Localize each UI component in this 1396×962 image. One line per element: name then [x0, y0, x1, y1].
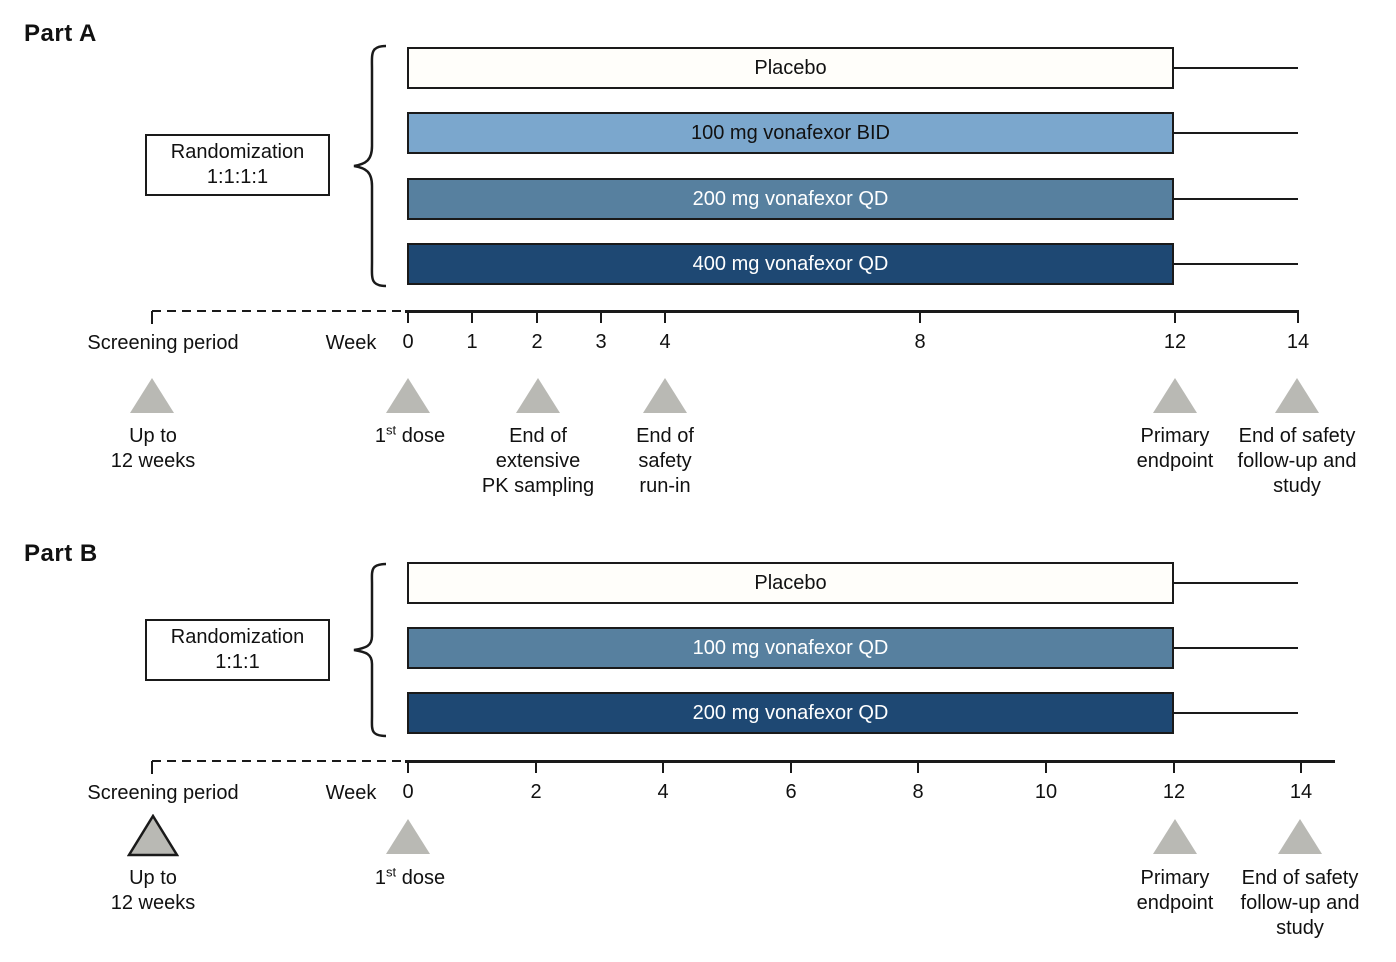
tick-a-w1: [471, 310, 473, 323]
arm-extension-line: [1174, 67, 1298, 69]
milestone-label-first-dose-b: 1st dose: [374, 864, 446, 889]
timeline-axis-a: [405, 310, 1298, 313]
week-label-b: Week: [325, 782, 377, 804]
arm-bar-100bid-a: 100 mg vonafexor BID: [407, 112, 1174, 154]
arm-label: 100 mg vonafexor QD: [692, 636, 889, 659]
tick-label-a-0: 0: [402, 331, 414, 353]
tick-b-w0: [407, 760, 409, 773]
arm-label: 200 mg vonafexor QD: [692, 701, 889, 724]
part-a-title: Part A: [24, 20, 97, 47]
tick-label-b-10: 10: [1034, 781, 1058, 803]
tick-label-b-2: 2: [530, 781, 542, 803]
arm-label: Placebo: [754, 571, 827, 594]
tick-label-a-12: 12: [1163, 331, 1187, 353]
tick-b-w10: [1045, 760, 1047, 773]
arm-extension-line: [1174, 263, 1298, 265]
milestone-label-screening-a: Up to 12 weeks: [110, 425, 196, 472]
milestone-label-first-dose-a: 1st dose: [374, 422, 446, 447]
arm-extension-line: [1174, 647, 1298, 649]
tick-a-w4: [664, 310, 666, 323]
screening-start-tick-a: [151, 311, 153, 324]
screening-start-tick-b: [151, 761, 153, 774]
milestone-triangle-screening-a: [130, 378, 174, 413]
tick-b-w8: [917, 760, 919, 773]
tick-b-w14: [1300, 760, 1302, 773]
arm-bar-200qd-a: 200 mg vonafexor QD: [407, 178, 1174, 220]
tick-label-a-4: 4: [659, 331, 671, 353]
milestone-triangle-first-dose-b: [386, 819, 430, 854]
screening-period-label-a: Screening period: [87, 332, 239, 354]
milestone-label-end-safety-b: End of safety follow-up and study: [1240, 867, 1360, 939]
randomization-ratio-b: 1:1:1: [215, 651, 260, 673]
tick-label-b-0: 0: [402, 781, 414, 803]
arm-bar-400qd-a: 400 mg vonafexor QD: [407, 243, 1174, 285]
arm-bar-placebo-a: Placebo: [407, 47, 1174, 89]
tick-a-w0: [407, 310, 409, 323]
tick-label-b-8: 8: [912, 781, 924, 803]
randomization-box-b: Randomization 1:1:1: [145, 619, 330, 681]
brace-a: [353, 44, 387, 288]
milestone-label-primary-b: Primary endpoint: [1136, 867, 1214, 914]
tick-label-b-12: 12: [1162, 781, 1186, 803]
tick-label-a-1: 1: [466, 331, 478, 353]
tick-a-w14: [1297, 310, 1299, 323]
milestone-label-runin-a: End of safety run-in: [636, 425, 694, 497]
milestone-triangle-pk-a: [516, 378, 560, 413]
tick-a-w3: [600, 310, 602, 323]
randomization-label-a: Randomization: [170, 141, 305, 163]
timeline-axis-b: [405, 760, 1335, 763]
tick-label-b-14: 14: [1289, 781, 1313, 803]
tick-label-a-3: 3: [595, 331, 607, 353]
arm-extension-line: [1174, 582, 1298, 584]
tick-label-a-2: 2: [531, 331, 543, 353]
milestone-triangle-first-dose-a: [386, 378, 430, 413]
tick-b-w12: [1173, 760, 1175, 773]
tick-label-a-8: 8: [914, 331, 926, 353]
milestone-label-end-safety-a: End of safety follow-up and study: [1237, 425, 1357, 497]
milestone-triangle-primary-b: [1153, 819, 1197, 854]
arm-label: 400 mg vonafexor QD: [692, 252, 889, 275]
tick-a-w12: [1174, 310, 1176, 323]
arm-extension-line: [1174, 132, 1298, 134]
randomization-label-b: Randomization: [170, 626, 305, 648]
arm-bar-100qd-b: 100 mg vonafexor QD: [407, 627, 1174, 669]
tick-b-w6: [790, 760, 792, 773]
arm-label: 100 mg vonafexor BID: [691, 121, 890, 144]
randomization-ratio-a: 1:1:1:1: [206, 166, 269, 188]
milestone-triangle-screening-b: [127, 814, 179, 857]
arm-bar-200qd-b: 200 mg vonafexor QD: [407, 692, 1174, 734]
arm-extension-line: [1174, 712, 1298, 714]
milestone-triangle-end-safety-a: [1275, 378, 1319, 413]
milestone-triangle-end-safety-b: [1278, 819, 1322, 854]
tick-label-a-14: 14: [1286, 331, 1310, 353]
screening-dashed-line-b: [152, 760, 405, 762]
arm-label: 200 mg vonafexor QD: [692, 187, 889, 210]
arm-extension-line: [1174, 198, 1298, 200]
milestone-triangle-runin-a: [643, 378, 687, 413]
tick-a-w2: [536, 310, 538, 323]
screening-period-label-b: Screening period: [87, 782, 239, 804]
tick-label-b-6: 6: [785, 781, 797, 803]
brace-b: [353, 562, 387, 738]
week-label-a: Week: [325, 332, 377, 354]
arm-label: Placebo: [754, 56, 827, 79]
randomization-box-a: Randomization 1:1:1:1: [145, 134, 330, 196]
tick-a-w8: [919, 310, 921, 323]
tick-b-w4: [662, 760, 664, 773]
arm-bar-placebo-b: Placebo: [407, 562, 1174, 604]
tick-label-b-4: 4: [657, 781, 669, 803]
tick-b-w2: [535, 760, 537, 773]
milestone-label-pk-a: End of extensive PK sampling: [481, 425, 595, 497]
milestone-label-screening-b: Up to 12 weeks: [110, 867, 196, 914]
milestone-triangle-primary-a: [1153, 378, 1197, 413]
part-b-title: Part B: [24, 540, 98, 567]
screening-dashed-line-a: [152, 310, 405, 312]
milestone-label-primary-a: Primary endpoint: [1136, 425, 1214, 472]
